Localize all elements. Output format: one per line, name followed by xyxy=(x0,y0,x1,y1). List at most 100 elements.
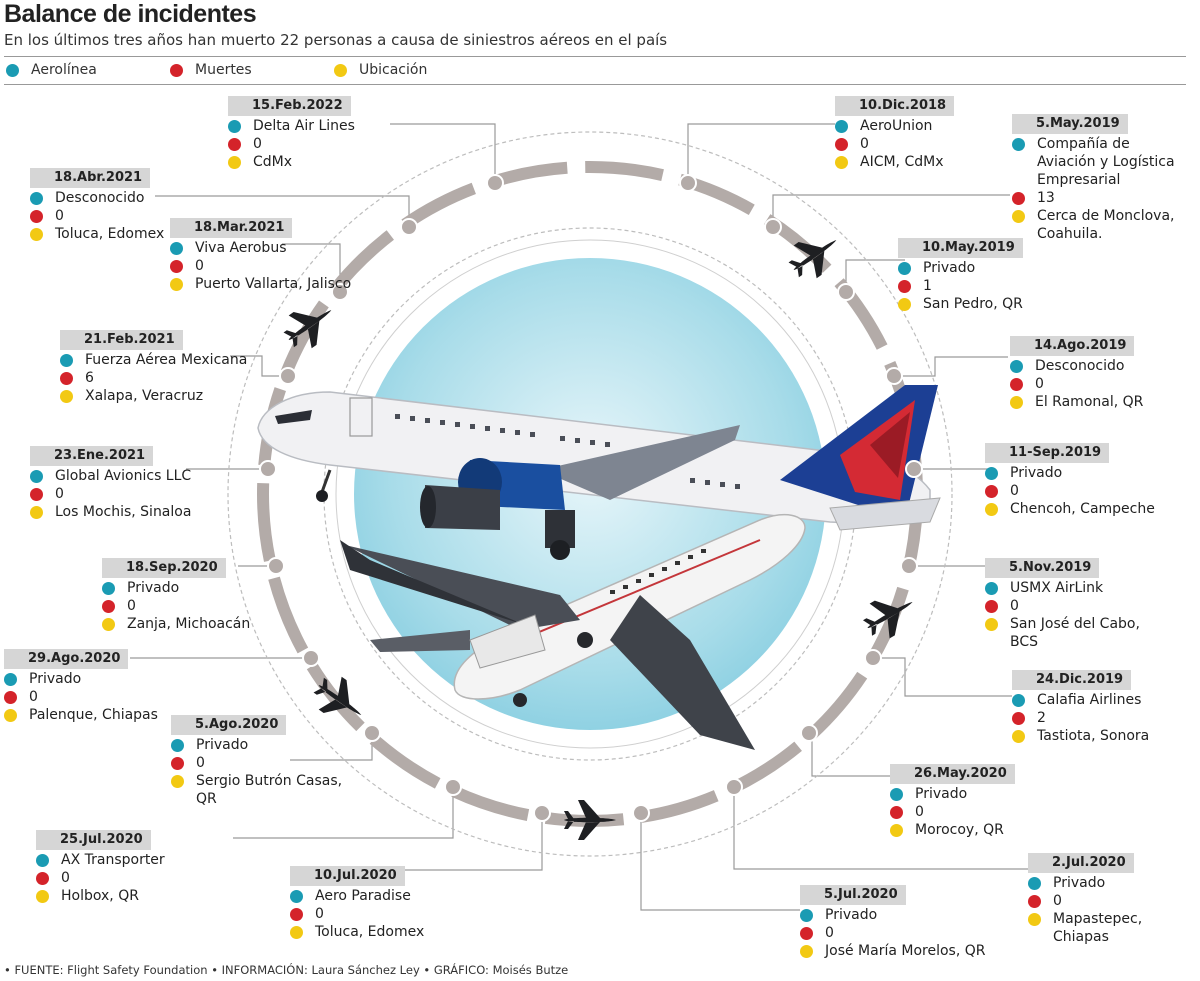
incident-date: 2.Jul.2020 xyxy=(1028,853,1134,873)
airline-dot-icon xyxy=(4,673,17,686)
incident-row-deaths: 0 xyxy=(170,257,360,275)
ring-dot xyxy=(363,724,381,742)
connector-line xyxy=(390,123,496,176)
incident-row-deaths: 0 xyxy=(985,597,1165,615)
connector-line xyxy=(733,794,1028,870)
incident-row-deaths: 0 xyxy=(1028,892,1198,910)
incident-date: 5.Jul.2020 xyxy=(800,885,906,905)
incident-deaths: 0 xyxy=(29,689,38,705)
incident-row-location: CdMx xyxy=(228,153,438,171)
airline-dot-icon xyxy=(102,582,115,595)
credits-footer: • FUENTE: Flight Safety Foundation • INF… xyxy=(4,963,569,977)
deaths-dot-icon xyxy=(36,872,49,885)
ring-dot xyxy=(400,218,418,236)
incident-location: Toluca, Edomex xyxy=(315,924,425,940)
incident-location: Los Mochis, Sinaloa xyxy=(55,504,192,520)
incident-airline: Viva Aerobus xyxy=(195,240,287,256)
location-dot-icon xyxy=(1012,730,1025,743)
incident-date: 5.May.2019 xyxy=(1012,114,1128,134)
incident-row-location: Toluca, Edomex xyxy=(30,225,220,243)
connector-line xyxy=(901,356,1008,377)
connector-line xyxy=(282,243,341,285)
connector-line xyxy=(772,194,1010,220)
incident-deaths: 0 xyxy=(915,804,924,820)
incident-location: El Ramonal, QR xyxy=(1035,394,1144,410)
incident-row-location: AICM, CdMx xyxy=(835,153,1035,171)
legend-item: Muertes xyxy=(170,60,252,80)
ring-dot xyxy=(486,174,504,192)
legend-item: Aerolínea xyxy=(6,60,97,80)
incident-row-location: Puerto Vallarta, Jalisco xyxy=(170,275,360,293)
airline-dot-icon xyxy=(170,242,183,255)
incident-location: Xalapa, Veracruz xyxy=(85,388,204,404)
incident-airline: Privado xyxy=(196,737,249,753)
incident-airline: Desconocido xyxy=(1035,358,1125,374)
connector-line xyxy=(230,355,281,377)
ring-dot xyxy=(267,557,285,575)
incident-date: 24.Dic.2019 xyxy=(1012,670,1132,690)
incident-deaths: 0 xyxy=(860,136,869,152)
incident-row-location: El Ramonal, QR xyxy=(1010,393,1180,411)
incident-date: 5.Ago.2020 xyxy=(171,715,287,735)
incident-location: CdMx xyxy=(253,154,293,170)
incident-row-airline: AX Transporter xyxy=(36,851,236,869)
airline-dot-icon xyxy=(60,354,73,367)
ring-dot xyxy=(444,778,462,796)
incident-row-airline: Global Avionics LLC xyxy=(30,467,230,485)
incident-row-airline: Privado xyxy=(4,670,194,688)
airline-dot-icon xyxy=(36,854,49,867)
incident-row-deaths: 0 xyxy=(835,135,1035,153)
incident-location: José María Morelos, QR xyxy=(825,943,986,959)
incident-date: 26.May.2020 xyxy=(890,764,1015,784)
airplane-icon xyxy=(862,600,913,639)
location-dot-icon xyxy=(30,506,43,519)
ring-dot xyxy=(533,804,551,822)
incident-location: AICM, CdMx xyxy=(860,154,944,170)
incident-row-location: Mapastepec, Chiapas xyxy=(1028,910,1198,946)
ring-dot xyxy=(725,778,743,796)
deaths-dot-icon xyxy=(1028,895,1041,908)
incident-deaths: 0 xyxy=(825,925,834,941)
airplane-icon xyxy=(313,676,362,715)
incident-row-airline: Desconocido xyxy=(1010,357,1180,375)
incident-deaths: 1 xyxy=(923,278,932,294)
incident-location: Morocoy, QR xyxy=(915,822,1004,838)
airline-dot-icon xyxy=(1028,877,1041,890)
location-dot-icon xyxy=(835,156,848,169)
airplane-icon xyxy=(283,310,332,349)
incident-row-airline: Calafia Airlines xyxy=(1012,691,1182,709)
incident-airline: Delta Air Lines xyxy=(253,118,355,134)
incident-row-airline: Privado xyxy=(898,259,1048,277)
incident-airline: Desconocido xyxy=(55,190,145,206)
incident-row-location: Xalapa, Veracruz xyxy=(60,387,280,405)
location-dot-icon xyxy=(60,390,73,403)
deaths-dot-icon xyxy=(228,138,241,151)
deaths-dot-icon xyxy=(171,757,184,770)
airline-dot-icon xyxy=(228,120,241,133)
deaths-dot-icon xyxy=(170,260,183,273)
connector-line xyxy=(290,740,373,761)
incident-row-deaths: 0 xyxy=(890,803,1060,821)
incident-airline: Fuerza Aérea Mexicana xyxy=(85,352,248,368)
incident-row-airline: Privado xyxy=(985,464,1165,482)
incident-row-airline: AeroUnion xyxy=(835,117,1035,135)
incident-row-location: San Pedro, QR xyxy=(898,295,1048,313)
incident-deaths: 0 xyxy=(55,208,64,224)
incident-row-deaths: 0 xyxy=(30,207,220,225)
incident-row-airline: Privado xyxy=(171,736,361,754)
incident-airline: Privado xyxy=(825,907,878,923)
deaths-dot-icon xyxy=(30,210,43,223)
location-dot-icon xyxy=(1010,396,1023,409)
incident-airline: Privado xyxy=(923,260,976,276)
incident-row-deaths: 13 xyxy=(1012,189,1192,207)
incident-deaths: 0 xyxy=(61,870,70,886)
incident-deaths: 0 xyxy=(253,136,262,152)
airline-dot-icon xyxy=(1010,360,1023,373)
incident-location: Mapastepec, Chiapas xyxy=(1053,911,1143,945)
incident-row-airline: Viva Aerobus xyxy=(170,239,360,257)
incident-deaths: 2 xyxy=(1037,710,1046,726)
